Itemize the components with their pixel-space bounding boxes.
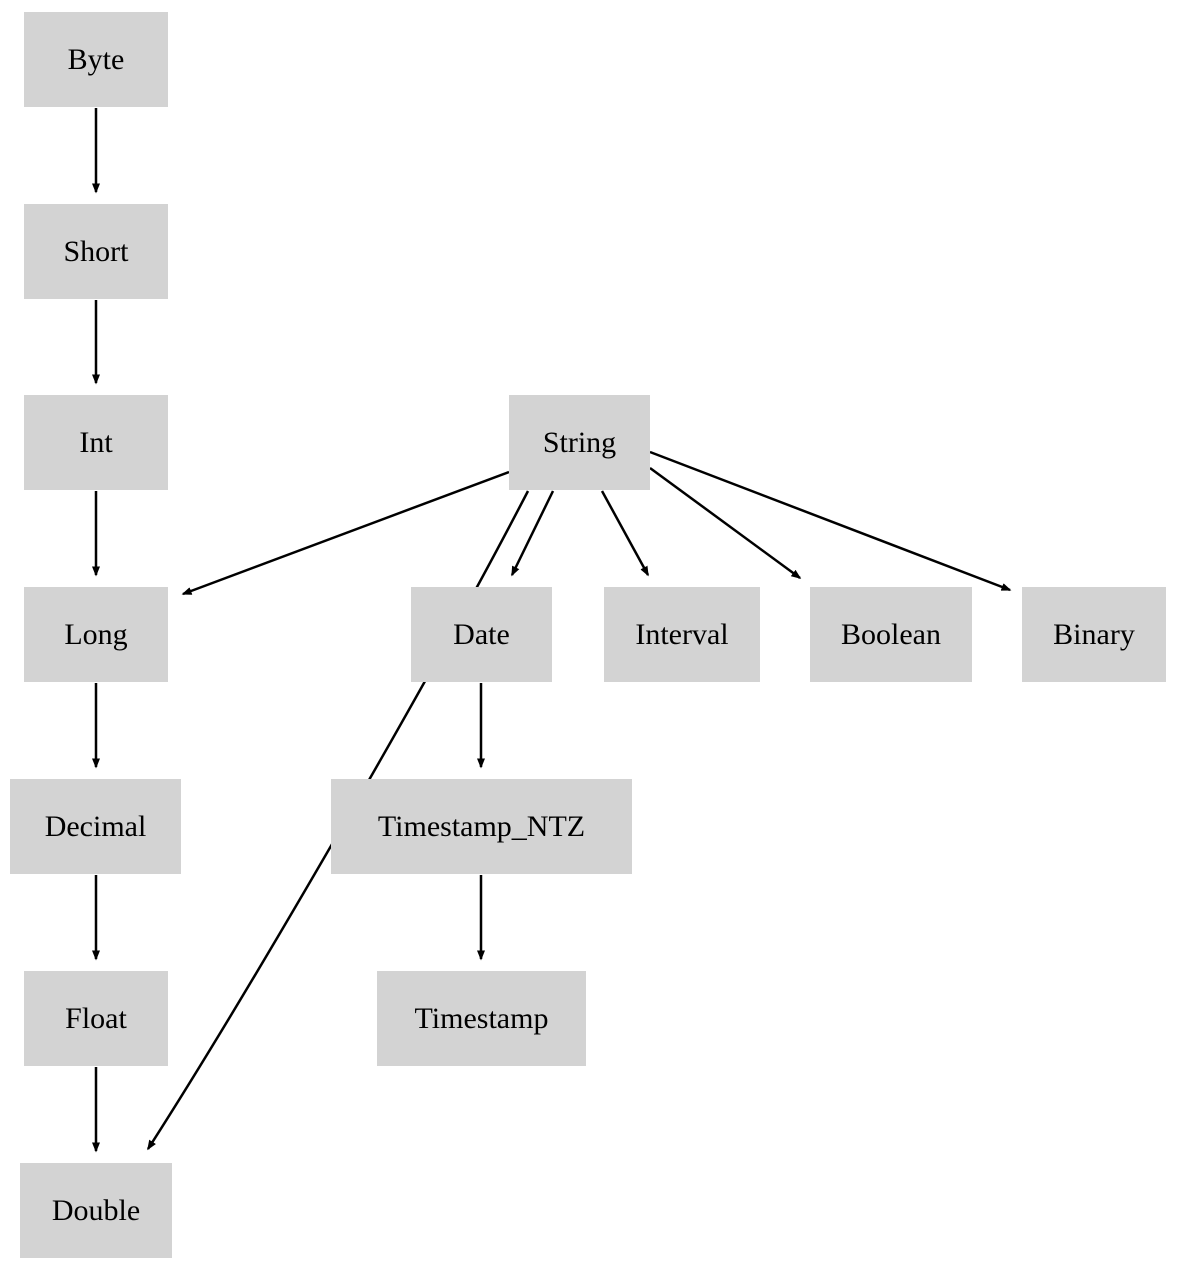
node-label-timestamp: Timestamp xyxy=(414,1001,549,1035)
node-label-binary: Binary xyxy=(1053,617,1135,651)
node-int: Int xyxy=(24,395,168,490)
node-date: Date xyxy=(411,587,552,682)
node-label-float: Float xyxy=(65,1001,127,1035)
edge-string-to-binary xyxy=(649,450,1012,592)
node-short: Short xyxy=(24,204,168,299)
node-binary: Binary xyxy=(1022,587,1166,682)
edge-string-to-boolean xyxy=(649,466,802,580)
node-string: String xyxy=(509,395,650,490)
edge-string-to-date xyxy=(510,490,555,577)
node-float: Float xyxy=(24,971,168,1066)
node-label-int: Int xyxy=(79,425,113,459)
node-label-string: String xyxy=(542,425,617,459)
node-double: Double xyxy=(20,1163,172,1258)
edge-string-to-long xyxy=(181,470,510,596)
node-label-short: Short xyxy=(63,234,129,268)
node-decimal: Decimal xyxy=(10,779,181,874)
node-long: Long xyxy=(24,587,168,682)
node-interval: Interval xyxy=(604,587,760,682)
node-label-decimal: Decimal xyxy=(44,809,147,843)
node-byte: Byte xyxy=(24,12,168,107)
node-timestamp: Timestamp xyxy=(377,971,586,1066)
node-label-byte: Byte xyxy=(67,42,125,76)
node-label-date: Date xyxy=(453,617,510,651)
node-label-long: Long xyxy=(64,617,128,651)
node-label-timestamp_ntz: Timestamp_NTZ xyxy=(377,809,586,843)
node-label-interval: Interval xyxy=(635,617,729,651)
node-boolean: Boolean xyxy=(810,587,972,682)
node-label-double: Double xyxy=(51,1193,141,1227)
node-timestamp_ntz: Timestamp_NTZ xyxy=(331,779,632,874)
edge-string-to-interval xyxy=(600,490,650,577)
node-label-boolean: Boolean xyxy=(841,617,941,651)
